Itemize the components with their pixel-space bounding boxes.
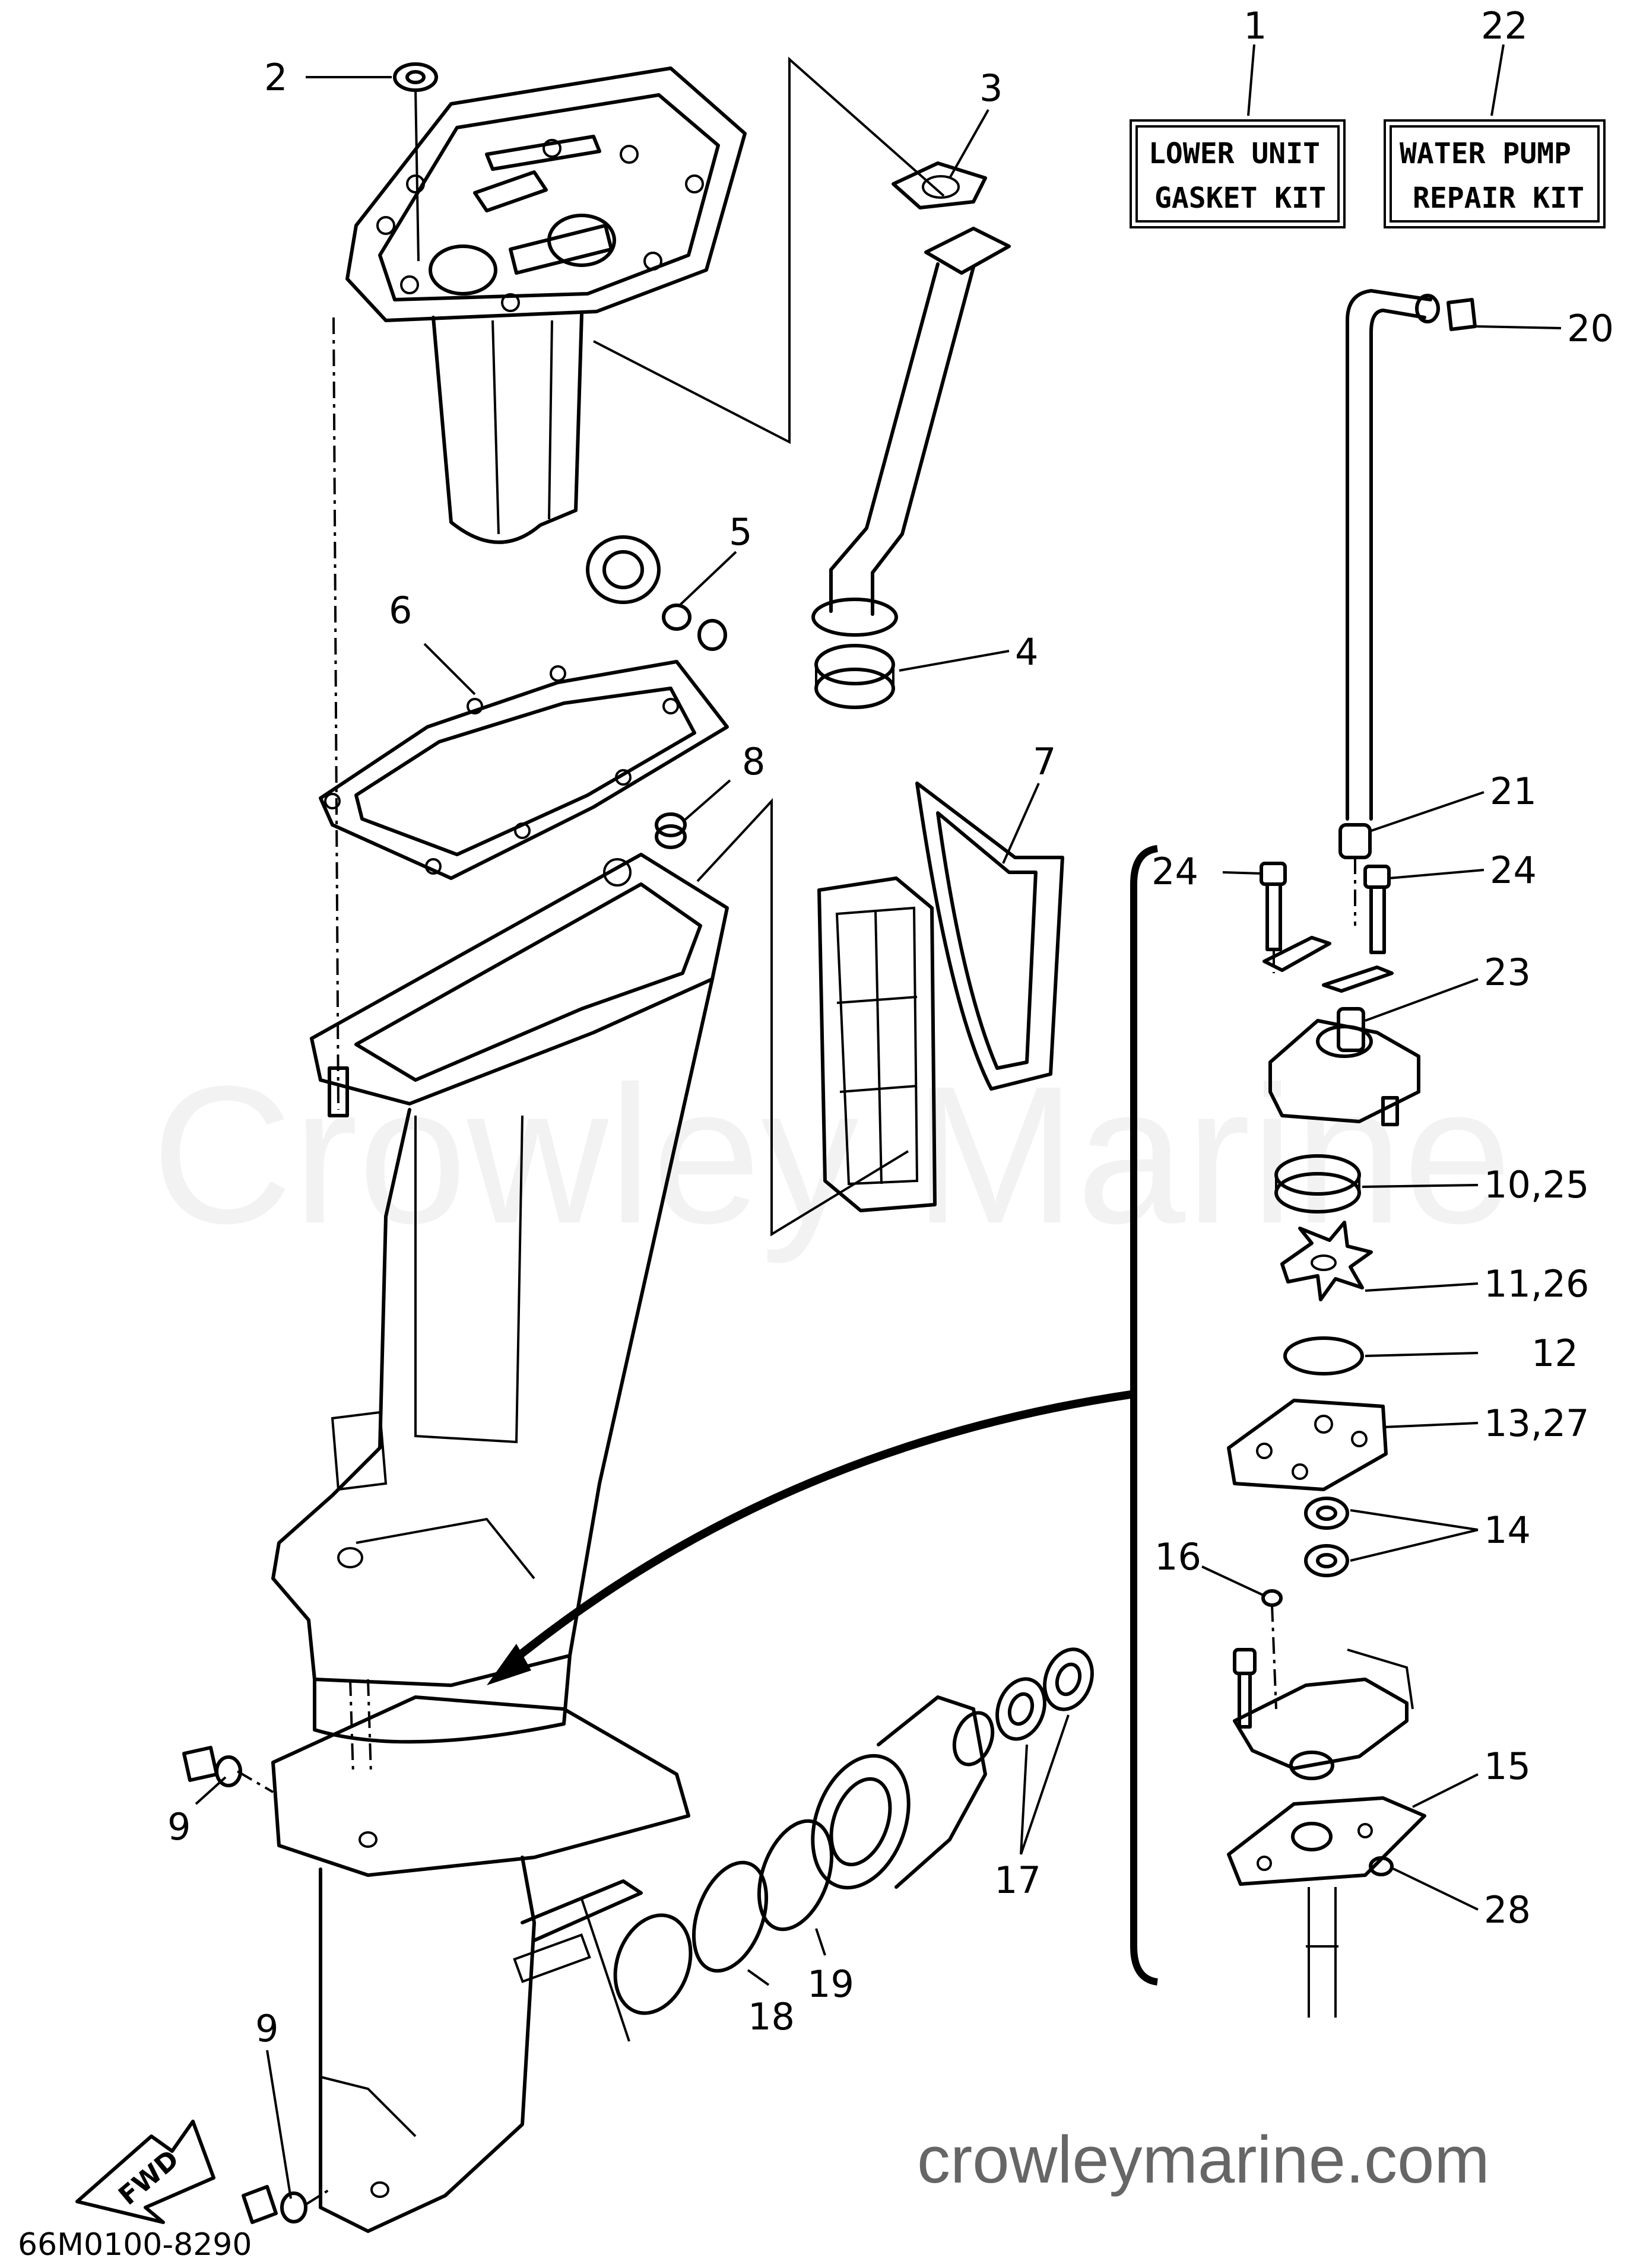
callout-10-25[interactable]: 10,25 bbox=[1484, 1163, 1590, 1206]
part-16-o-ring bbox=[1261, 1589, 1283, 1607]
pump-housing bbox=[1268, 1019, 1420, 1126]
callout-16[interactable]: 16 bbox=[1154, 1535, 1201, 1578]
kit-box-lower-unit-gasket[interactable]: LOWER UNIT GASKET KIT bbox=[1130, 44, 1346, 228]
callout-1[interactable]: 1 bbox=[1244, 4, 1267, 47]
part-12-o-ring bbox=[1283, 1336, 1364, 1376]
gear-case bbox=[271, 1679, 690, 2233]
assembly-arrow bbox=[487, 1390, 1132, 1685]
callout-4[interactable]: 4 bbox=[1015, 630, 1038, 674]
callout-8[interactable]: 8 bbox=[742, 740, 765, 783]
callout-18[interactable]: 18 bbox=[748, 1995, 795, 2038]
callout-24-left[interactable]: 24 bbox=[1152, 850, 1198, 893]
diagram-code: 66M0100-8290 bbox=[18, 2227, 252, 2263]
part-9-drain-screw-upper bbox=[182, 1746, 274, 1793]
part-15-gasket bbox=[1227, 1796, 1426, 1886]
drive-shaft bbox=[1306, 1887, 1338, 2018]
callout-2[interactable]: 2 bbox=[264, 56, 287, 99]
kit-22-line1: WATER PUMP bbox=[1400, 137, 1571, 170]
callout-3[interactable]: 3 bbox=[979, 66, 1003, 110]
website-url[interactable]: crowleymarine.com bbox=[917, 2123, 1490, 2197]
part-6-gasket bbox=[319, 660, 729, 880]
callout-labels: 1 22 2 3 4 5 6 7 8 9 9 10,25 11,26 12 13… bbox=[167, 4, 1614, 2050]
drive-shaft-housing bbox=[271, 853, 729, 1744]
callout-22[interactable]: 22 bbox=[1481, 4, 1528, 47]
leader-lines bbox=[195, 76, 1562, 2199]
callout-24-right[interactable]: 24 bbox=[1490, 849, 1537, 892]
part-24-bolt-left bbox=[1260, 862, 1287, 973]
part-3-gasket bbox=[892, 161, 987, 209]
callout-12[interactable]: 12 bbox=[1531, 1332, 1578, 1375]
part-20-water-tube-grommet bbox=[1346, 289, 1477, 821]
water-pump-bracket bbox=[1130, 845, 1159, 1986]
fwd-label: FWD bbox=[113, 2144, 185, 2211]
callout-23[interactable]: 23 bbox=[1484, 951, 1531, 994]
callout-15[interactable]: 15 bbox=[1484, 1745, 1531, 1788]
kit-1-line2: GASKET KIT bbox=[1154, 182, 1326, 215]
callout-9-lower[interactable]: 9 bbox=[255, 2007, 278, 2050]
callout-5[interactable]: 5 bbox=[729, 510, 752, 554]
part-10-25-insert bbox=[1274, 1154, 1361, 1214]
callout-20[interactable]: 20 bbox=[1567, 307, 1614, 350]
callout-11-26[interactable]: 11,26 bbox=[1484, 1262, 1590, 1305]
part-8-grommet bbox=[655, 812, 687, 849]
part-2-grommet bbox=[393, 62, 438, 262]
part-13-27-plate bbox=[1227, 1399, 1388, 1491]
part-9-drain-screw-lower bbox=[242, 2185, 331, 2224]
part-18-o-ring bbox=[691, 1860, 769, 1973]
watermark: Crowley Marine bbox=[151, 1045, 1512, 1265]
part-7-rubber-seal bbox=[817, 782, 1064, 1212]
callout-17[interactable]: 17 bbox=[994, 1859, 1041, 1902]
part-24-bolt-right bbox=[1363, 865, 1391, 954]
callout-21[interactable]: 21 bbox=[1490, 770, 1537, 813]
kit-1-line1: LOWER UNIT bbox=[1149, 137, 1320, 170]
part-4-seal bbox=[814, 644, 895, 709]
pump-plate-tabs bbox=[1262, 936, 1394, 993]
water-tube bbox=[811, 227, 1011, 637]
callout-9-upper[interactable]: 9 bbox=[167, 1805, 191, 1848]
part-11-26-impeller bbox=[1280, 1221, 1373, 1301]
callout-19[interactable]: 19 bbox=[807, 1962, 854, 2006]
kit-box-water-pump-repair[interactable]: WATER PUMP REPAIR KIT bbox=[1384, 44, 1606, 228]
callout-6[interactable]: 6 bbox=[389, 589, 412, 632]
callout-28[interactable]: 28 bbox=[1484, 1888, 1531, 1932]
fwd-arrow-icon: FWD bbox=[75, 2120, 215, 2224]
part-21-grommet bbox=[1338, 823, 1372, 926]
callout-13-27[interactable]: 13,27 bbox=[1484, 1402, 1590, 1445]
part-14-bearings bbox=[1304, 1497, 1349, 1577]
pump-base bbox=[1233, 1648, 1414, 1780]
part-28-clip bbox=[1369, 1856, 1394, 1876]
callout-7[interactable]: 7 bbox=[1033, 740, 1056, 783]
propeller-shaft-housing bbox=[613, 1695, 995, 2015]
part-5-seal bbox=[586, 535, 727, 651]
exhaust-guide-plate bbox=[345, 66, 747, 544]
callout-14[interactable]: 14 bbox=[1484, 1508, 1531, 1552]
kit-22-line2: REPAIR KIT bbox=[1413, 182, 1584, 215]
part-17-oil-seals bbox=[995, 1647, 1094, 1741]
